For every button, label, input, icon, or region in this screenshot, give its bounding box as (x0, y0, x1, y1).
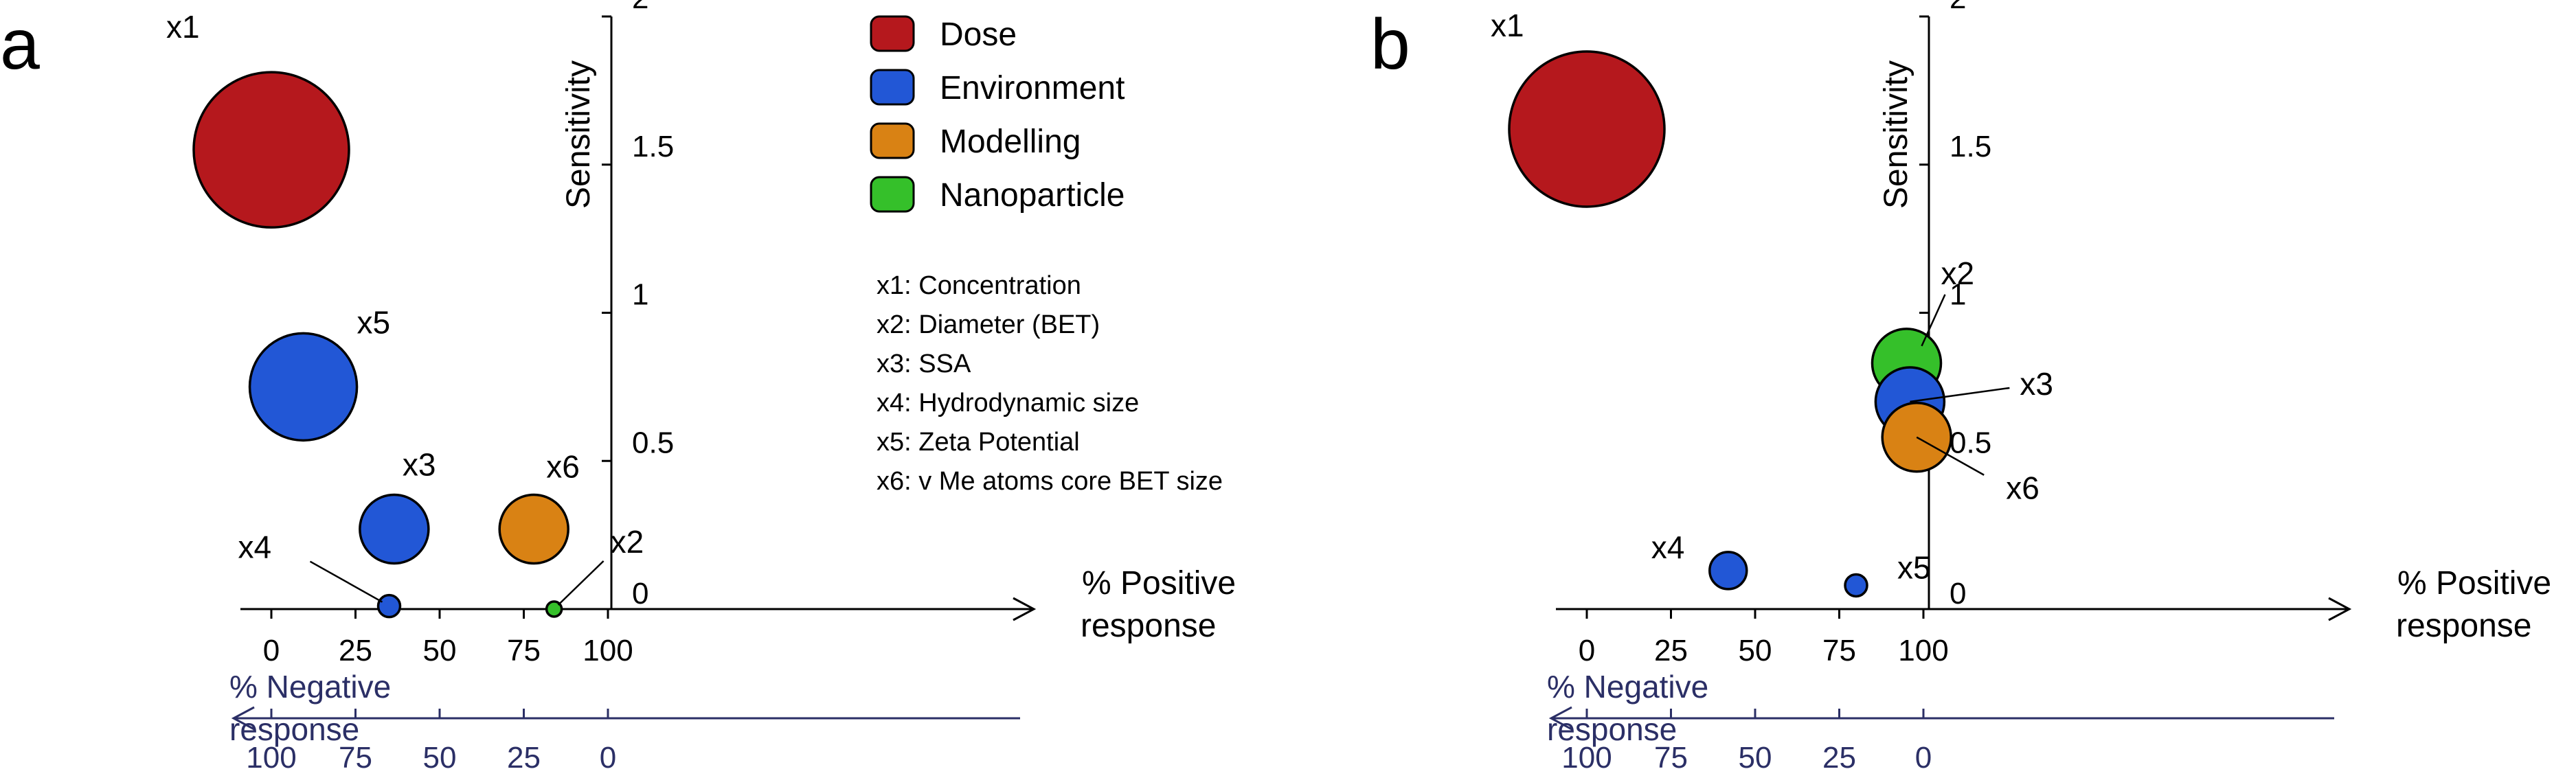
x-tick-label: 75 (507, 634, 541, 667)
x-tick-label: 50 (1739, 634, 1772, 667)
neg-axis-label: response (1547, 711, 1677, 747)
y-axis-label: Sensitivity (1878, 60, 1914, 209)
point-label: x2 (611, 524, 644, 560)
point-label: x5 (1897, 549, 1931, 585)
point-x3 (359, 493, 430, 565)
y-axis-label: Sensitivity (561, 60, 597, 209)
panel-a: a 0 0.5 1 1.5 2Sensitivity 0 25 50 75 100 % Positiv… (0, 0, 1236, 775)
legend-label: Nanoparticle (940, 177, 1125, 214)
x-axis-label: % Positive (1082, 565, 1236, 602)
point-label: x3 (403, 446, 436, 482)
y-tick-label: 1 (1950, 278, 1966, 312)
point-label: x5 (357, 304, 391, 340)
x-tick-label: 75 (1822, 634, 1856, 667)
legend-swatch (870, 69, 915, 106)
point-label: x4 (238, 529, 272, 565)
key-line: x3: SSA (877, 350, 971, 378)
point-label: x6 (546, 448, 580, 484)
neg-tick-label: 25 (507, 741, 541, 775)
point-x4 (376, 593, 402, 619)
neg-axis-arrow (231, 706, 255, 731)
leader-line (1916, 436, 1985, 476)
neg-axis-label: response (229, 711, 359, 747)
neg-tick-label: 50 (1739, 741, 1772, 775)
y-tick-label: 2 (1950, 0, 1966, 15)
key-line: x5: Zeta Potential (877, 428, 1080, 457)
neg-tick-label: 100 (246, 741, 296, 775)
x-tick-label: 0 (1579, 634, 1595, 667)
panel-b: b 0 0.5 1 1.5 2Sensitivity 0 25 50 75 100 % Positiv… (1370, 0, 2551, 775)
legend-swatch (870, 15, 915, 52)
y-tick-label: 1.5 (1950, 130, 1991, 163)
point-label: x6 (2006, 470, 2040, 506)
legend-label: Dose (940, 16, 1017, 53)
leader-line (557, 560, 605, 606)
y-tick-label: 1 (632, 278, 648, 312)
key-line: x6: v Me atoms core BET size (877, 467, 1223, 496)
neg-axis-arrow (1548, 706, 1572, 731)
point-x1 (1508, 50, 1666, 208)
x-tick-label: 100 (583, 634, 633, 667)
point-label: x3 (2020, 366, 2053, 402)
key-line: x1: Concentration (877, 271, 1081, 300)
neg-tick-label: 50 (423, 741, 457, 775)
point-x4 (1708, 551, 1748, 591)
x-axis-arrow (2328, 597, 2352, 621)
legend-swatch (870, 122, 915, 159)
y-tick-label: 0 (1950, 577, 1966, 610)
y-tick-label: 0 (632, 577, 648, 610)
neg-tick-label: 100 (1561, 741, 1612, 775)
point-x1 (192, 71, 350, 229)
point-x5 (1844, 573, 1868, 598)
x-axis-label: response (1081, 608, 1216, 644)
leader-line (1910, 387, 2010, 403)
legend-swatch (870, 176, 915, 213)
neg-axis-label: % Negative (1547, 669, 1708, 705)
key-line: x4: Hydrodynamic size (877, 389, 1139, 417)
x-tick-label: 25 (1654, 634, 1688, 667)
x-tick-label: 50 (423, 634, 457, 667)
leader-line (309, 560, 383, 603)
variable-key: x1: Concentration x2: Diameter (BET) x3: S… (877, 271, 1223, 496)
neg-tick-label: 75 (1654, 741, 1688, 775)
y-tick-label: 2 (632, 0, 648, 15)
point-label: x2 (1941, 255, 1975, 291)
x-axis-label: response (2396, 608, 2531, 644)
legend-label: Modelling (940, 124, 1081, 160)
point-label: x1 (1491, 8, 1524, 43)
x-axis-arrow (1013, 597, 1037, 621)
point-x6 (498, 493, 569, 565)
panel-letter: a (0, 5, 40, 84)
leader-line (1921, 294, 1946, 347)
legend-label: Environment (940, 70, 1125, 106)
y-tick-label: 1.5 (632, 130, 674, 163)
x-tick-label: 100 (1898, 634, 1948, 667)
y-tick-label: 0.5 (1950, 426, 1991, 459)
neg-tick-label: 0 (1915, 741, 1932, 775)
point-label: x1 (166, 9, 200, 45)
point-label: x4 (1651, 529, 1685, 565)
point-x5 (248, 332, 359, 442)
key-line: x2: Diameter (BET) (877, 310, 1100, 339)
point-x2 (545, 600, 563, 618)
neg-axis-label: % Negative (229, 669, 391, 705)
neg-tick-label: 25 (1822, 741, 1856, 775)
neg-tick-label: 0 (600, 741, 616, 775)
x-tick-label: 0 (263, 634, 280, 667)
x-axis-label: % Positive (2397, 565, 2551, 602)
x-tick-label: 25 (339, 634, 372, 667)
y-tick-label: 0.5 (632, 426, 674, 459)
neg-tick-label: 75 (339, 741, 372, 775)
panel-letter: b (1370, 5, 1410, 84)
